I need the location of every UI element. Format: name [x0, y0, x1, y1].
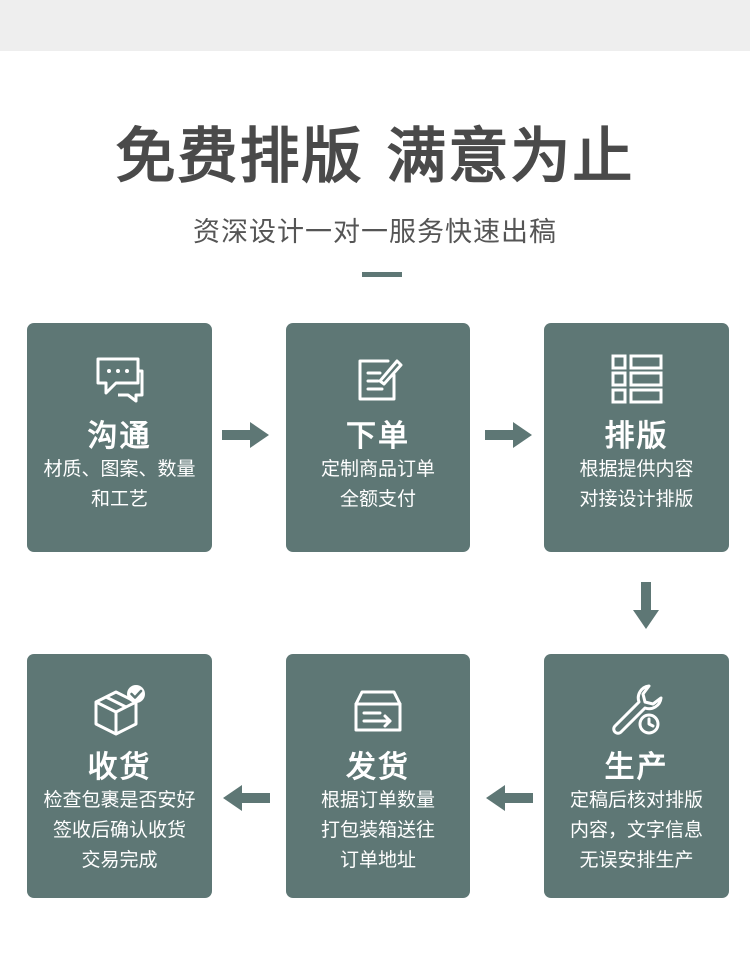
arrow-right-icon	[222, 420, 270, 450]
step-description: 根据订单数量 打包装箱送往 订单地址	[286, 785, 470, 875]
step-description: 材质、图案、数量 和工艺	[27, 454, 212, 514]
step-description-line: 订单地址	[339, 849, 416, 871]
step-card-ship: 发货 根据订单数量 打包装箱送往 订单地址	[286, 654, 470, 898]
step-description-line: 内容，文字信息	[569, 819, 703, 841]
arrow-right-icon	[485, 420, 533, 450]
arrow-down-icon	[631, 582, 661, 630]
step-title: 生产	[604, 750, 669, 785]
step-description-line: 检查包裹是否安好	[43, 789, 196, 811]
step-description-line: 定稿后核对排版	[569, 789, 703, 811]
step-card-layout: 排版 根据提供内容 对接设计排版	[544, 323, 729, 552]
step-description-line: 材质、图案、数量	[43, 458, 196, 480]
top-bar	[0, 0, 750, 51]
step-description-line: 打包装箱送往	[320, 819, 435, 841]
step-card-communicate: 沟通 材质、图案、数量 和工艺	[27, 323, 212, 552]
step-description: 定制商品订单 全额支付	[286, 454, 470, 514]
arrow-left-icon	[222, 783, 270, 813]
step-description-line: 全额支付	[339, 488, 416, 510]
page-subtitle: 资深设计一对一服务快速出稿	[193, 217, 557, 248]
page-title: 免费排版 满意为止	[115, 122, 635, 192]
step-description-line: 交易完成	[81, 849, 158, 871]
step-card-receive: 收货 检查包裹是否安好 签收后确认收货 交易完成	[27, 654, 212, 898]
title-divider	[362, 272, 402, 277]
step-description: 检查包裹是否安好 签收后确认收货 交易完成	[27, 785, 212, 875]
step-card-produce: 生产 定稿后核对排版 内容，文字信息 无误安排生产	[544, 654, 729, 898]
step-description-line: 签收后确认收货	[52, 819, 186, 841]
layout-grid-icon	[609, 351, 665, 407]
step-title: 发货	[346, 750, 410, 785]
shipping-box-icon	[350, 682, 406, 738]
package-check-icon	[92, 682, 148, 738]
step-description-line: 定制商品订单	[320, 458, 435, 480]
wrench-clock-icon	[609, 682, 665, 738]
step-description-line: 根据提供内容	[579, 458, 694, 480]
arrow-left-icon	[485, 783, 533, 813]
step-description-line: 无误安排生产	[579, 849, 694, 871]
step-title: 沟通	[87, 419, 152, 454]
step-description-line: 和工艺	[90, 488, 148, 510]
step-description-line: 根据订单数量	[320, 789, 435, 811]
step-description-line: 对接设计排版	[579, 488, 694, 510]
step-description: 根据提供内容 对接设计排版	[544, 454, 729, 514]
step-card-order: 下单 定制商品订单 全额支付	[286, 323, 470, 552]
step-title: 收货	[87, 750, 152, 785]
step-title: 下单	[346, 419, 410, 454]
edit-note-icon	[350, 351, 406, 407]
step-title: 排版	[604, 419, 669, 454]
step-description: 定稿后核对排版 内容，文字信息 无误安排生产	[544, 785, 729, 875]
chat-bubble-icon	[92, 351, 148, 407]
